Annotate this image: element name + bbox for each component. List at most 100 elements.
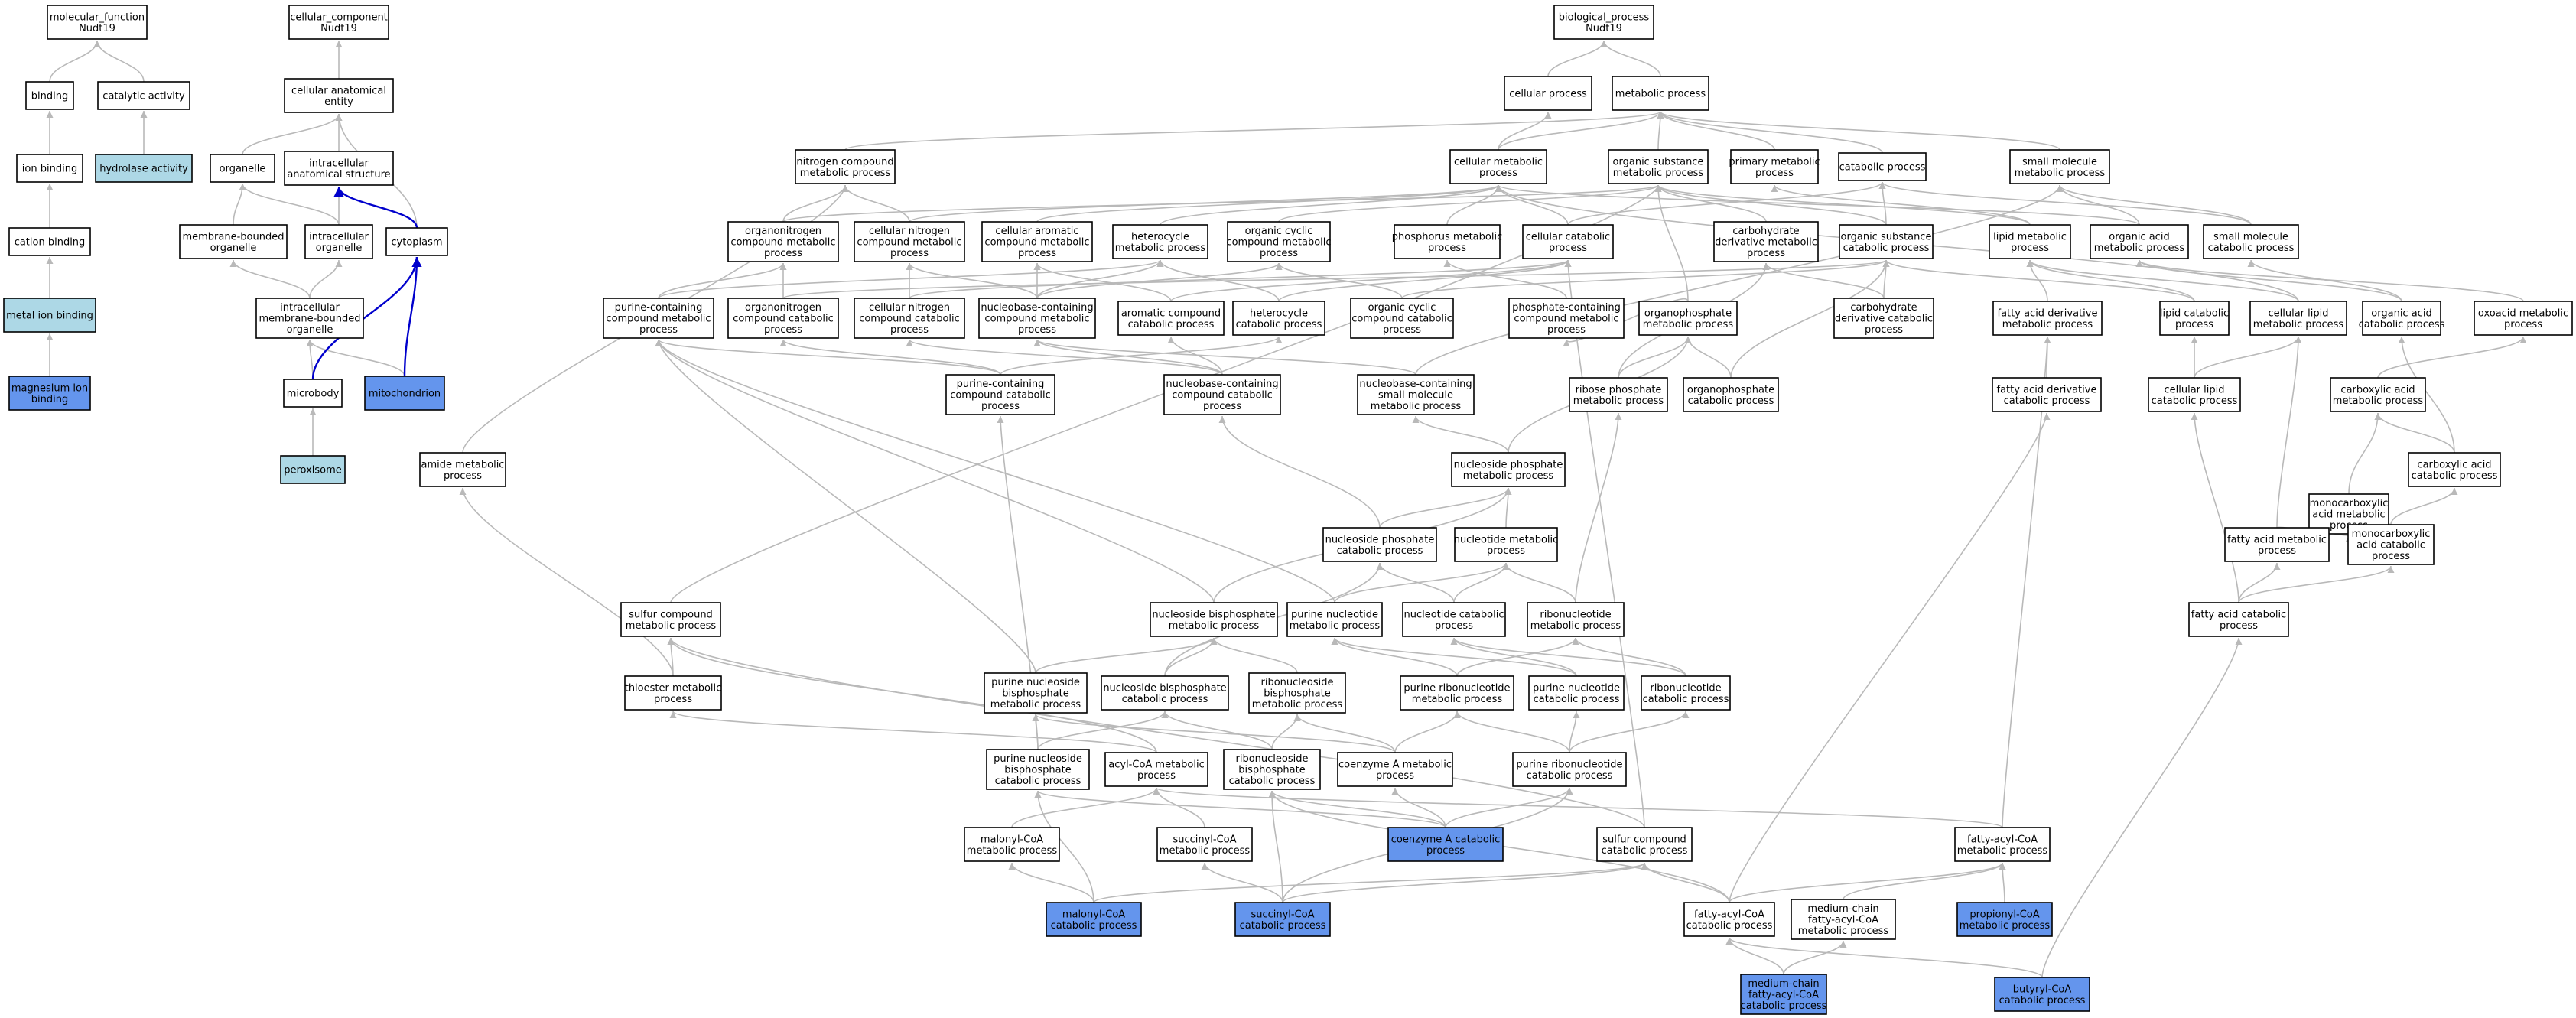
go-term-catabolic[interactable]: catabolic process [1838, 152, 1927, 181]
go-term-peroxisome[interactable]: peroxisome [280, 455, 346, 484]
go-term-microbody[interactable]: microbody [283, 379, 343, 408]
go-term-cellular_process[interactable]: cellular process [1504, 76, 1592, 111]
go-term-ion_binding[interactable]: ion binding [16, 154, 83, 183]
go-term-binding[interactable]: binding [25, 81, 74, 110]
go-term-metabolic_process[interactable]: metabolic process [1612, 76, 1709, 111]
go-term-hydrolase[interactable]: hydrolase activity [95, 154, 193, 183]
go-term-cation_binding[interactable]: cation binding [8, 227, 91, 256]
go-term-organelle[interactable]: organelle [210, 154, 275, 183]
go-term-metal_ion[interactable]: metal ion binding [3, 298, 96, 333]
go-term-catalytic[interactable]: catalytic activity [97, 81, 190, 110]
go-term-mitochondrion[interactable]: mitochondrion [364, 376, 445, 411]
go-term-cytoplasm[interactable]: cytoplasm [385, 227, 448, 256]
